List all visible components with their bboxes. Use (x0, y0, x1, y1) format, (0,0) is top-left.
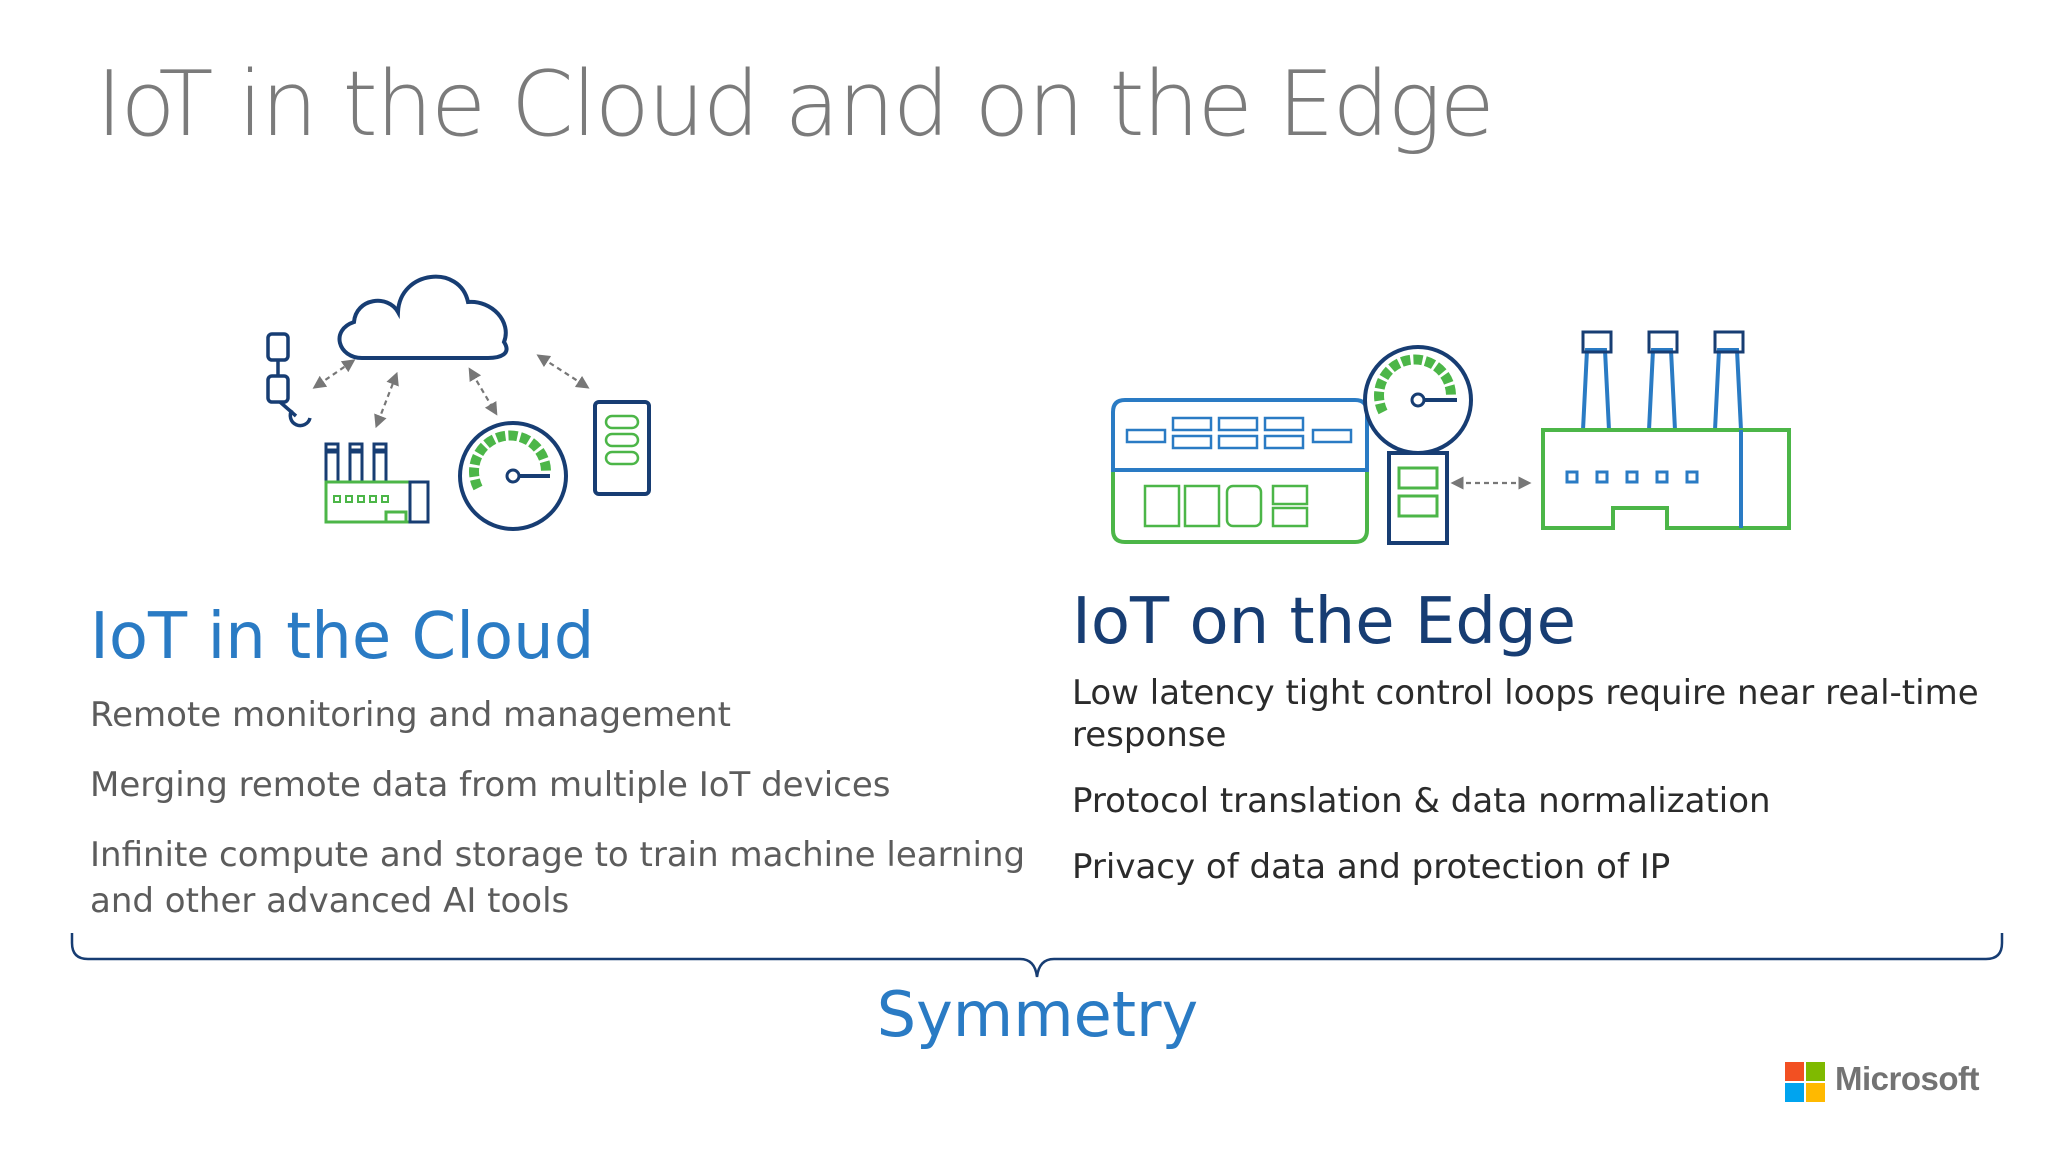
symmetry-brace (70, 933, 2004, 978)
microsoft-windows-icon (1785, 1062, 1825, 1102)
list-item: Low latency tight control loops require … (1072, 673, 1979, 755)
microsoft-logo: Microsoft (1785, 1060, 1980, 1104)
list-item: Merging remote data from multiple IoT de… (90, 765, 891, 805)
gauge-icon (458, 421, 568, 531)
list-item: Remote monitoring and management (90, 695, 731, 735)
edge-illustration (1111, 330, 1791, 545)
factory-icon (1541, 330, 1791, 530)
cloud-column-heading: IoT in the Cloud (90, 600, 595, 674)
edge-gateway-icon (1363, 345, 1473, 545)
edge-bullet-list: Low latency tight control loops require … (1072, 672, 2002, 912)
list-item: Privacy of data and protection of IP (1072, 847, 1671, 887)
edge-column-heading: IoT on the Edge (1072, 585, 1576, 659)
list-item: Infinite compute and storage to train ma… (90, 835, 1026, 921)
edge-server-icon (1111, 398, 1369, 544)
symmetry-label: Symmetry (876, 978, 1199, 1051)
factory-icon (324, 442, 430, 524)
mobile-device-icon (593, 400, 651, 496)
microsoft-wordmark: Microsoft (1835, 1060, 1980, 1097)
cloud-icon (337, 274, 509, 360)
cloud-illustration (266, 274, 651, 531)
list-item: Protocol translation & data normalizatio… (1072, 781, 1771, 821)
slide-title: IoT in the Cloud and on the Edge (96, 52, 1495, 157)
cloud-bullet-list: Remote monitoring and management Merging… (90, 692, 1055, 948)
robot-arm-icon (266, 332, 312, 428)
